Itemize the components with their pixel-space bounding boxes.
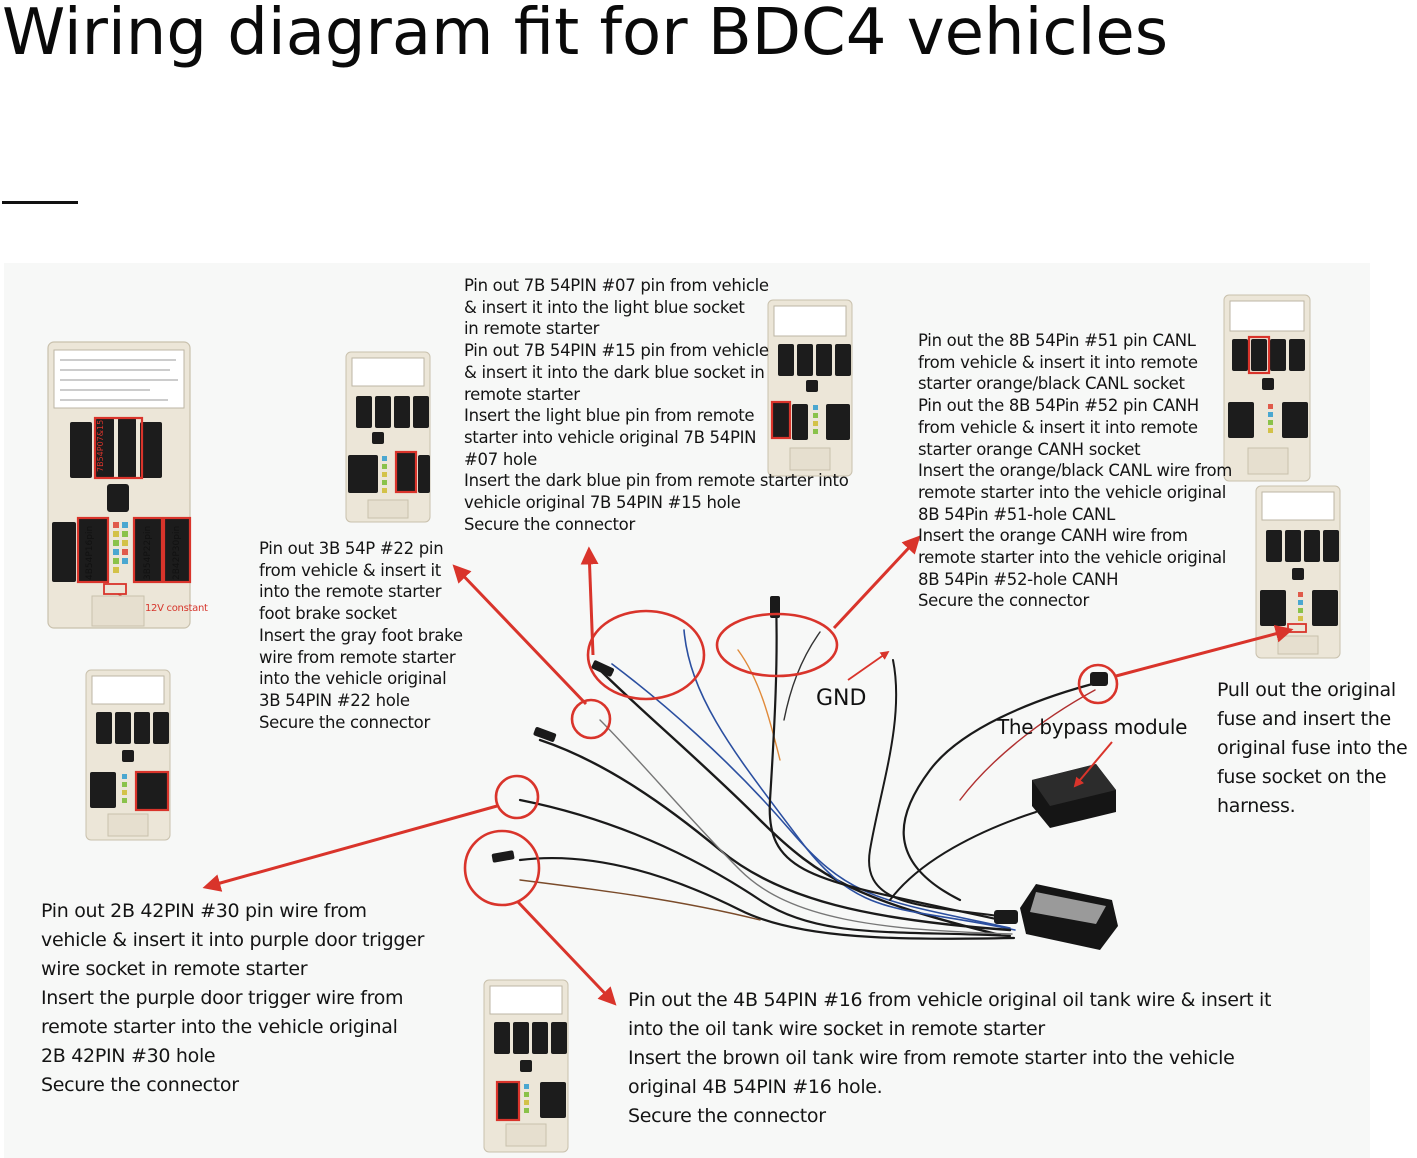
bdc-module-4b [483, 979, 569, 1153]
callout-arrows [202, 535, 1294, 1006]
diagram-panel [4, 263, 1370, 1158]
bypass-module-box [1032, 764, 1116, 828]
harness-wires [491, 596, 1108, 940]
bdc-module-8b [1223, 294, 1311, 482]
bdc-module-2b [85, 669, 171, 841]
bdc-module-fuse [1255, 485, 1341, 659]
bdc-module-3b [345, 351, 431, 523]
note-7b-pin: Pin out 7B 54PIN #07 pin from vehicle & … [464, 276, 849, 534]
slot-tag-2b: 2B42P30pin [172, 526, 182, 580]
slot-tag-4b: 4B54P16pin [85, 526, 95, 580]
slot-tag-3b: 3B54P22pin [143, 526, 153, 580]
note-4b-pin: Pin out the 4B 54PIN #16 from vehicle or… [628, 989, 1272, 1127]
note-2b-pin: Pin out 2B 42PIN #30 pin wire from vehic… [41, 900, 425, 1096]
slot-tag-upper: 7B54P07&15 [96, 420, 105, 472]
page-title: Wiring diagram fit for BDC4 vehicles [2, 0, 1169, 70]
bypass-module-label: The bypass module [997, 715, 1188, 739]
callout-circles [463, 609, 1119, 907]
bdc-module-main: 7B54P07&15 4B54P16pin 3B54P22pin 2B42P30… [47, 341, 192, 629]
remote-starter-box [1020, 884, 1118, 950]
title-underline [2, 201, 78, 204]
note-fuse: Pull out the original fuse and insert th… [1217, 679, 1408, 817]
note-8b-pin: Pin out the 8B 54Pin #51 pin CANL from v… [918, 331, 1233, 611]
gnd-label: GND [816, 686, 867, 711]
note-3b-pin: Pin out 3B 54P #22 pin from vehicle & in… [259, 539, 463, 732]
constant-12v-label: 12V constant [145, 603, 208, 614]
bdc-module-7b [767, 299, 853, 477]
